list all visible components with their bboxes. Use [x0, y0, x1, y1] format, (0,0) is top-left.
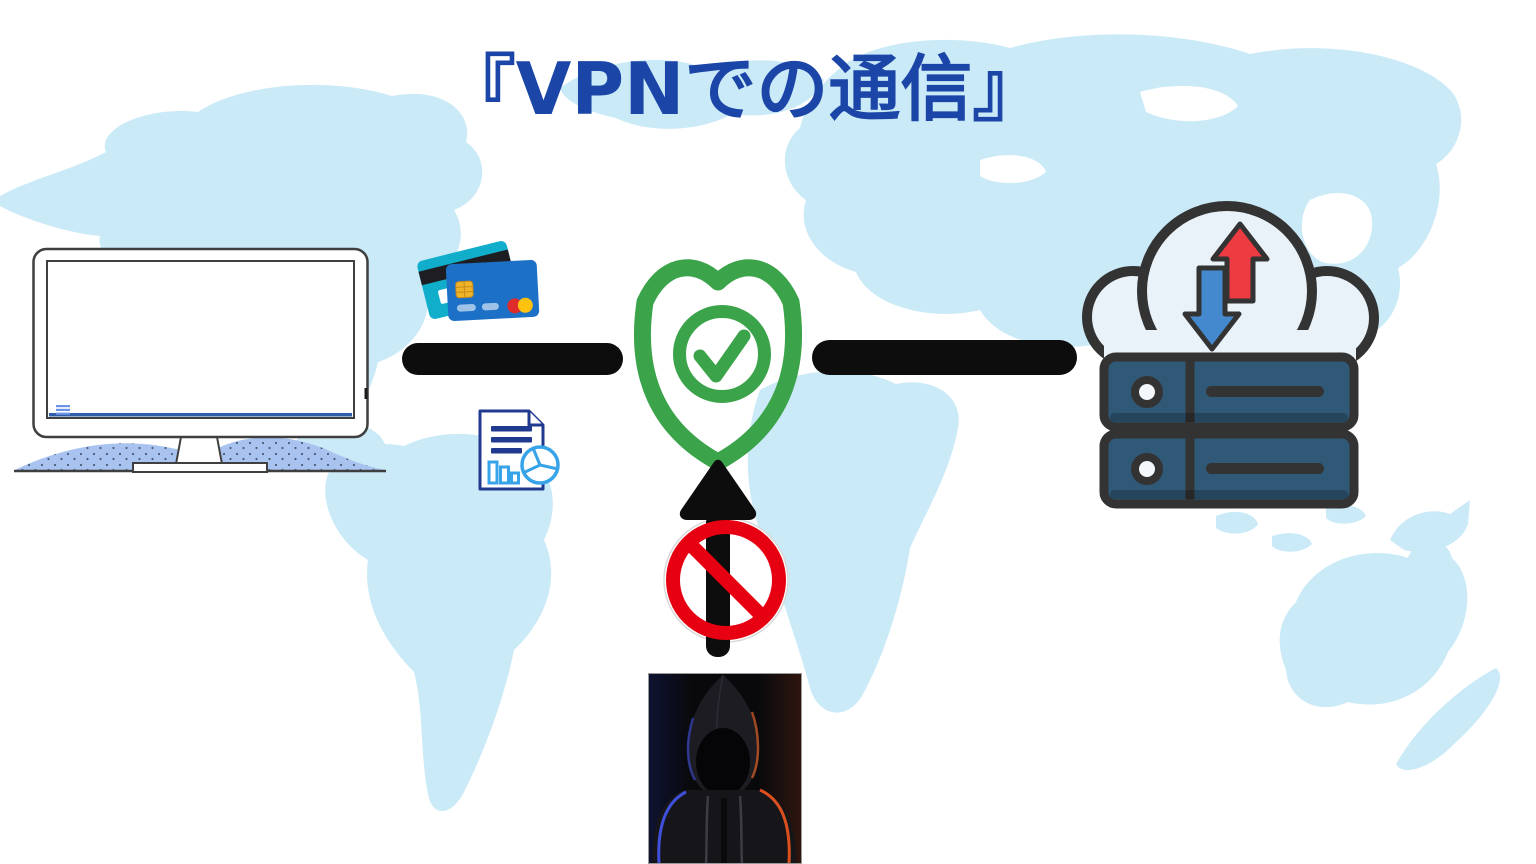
server-led: [1131, 453, 1163, 485]
connection-line-right: [812, 340, 1077, 375]
document-bar-chart: [487, 460, 520, 485]
cloud-transfer-server-icon: [1082, 201, 1379, 509]
arrow-head: [679, 459, 757, 520]
check-icon: [693, 329, 751, 383]
screen-taskbar-line: [49, 413, 352, 417]
hood-shadow-face: [696, 728, 750, 796]
server-led: [1131, 376, 1163, 408]
credit-cards-icon: [417, 241, 540, 322]
arrow-shaft: [706, 512, 730, 657]
page-title: 『VPNでの通信』: [443, 47, 1045, 131]
monitor-stand-neck: [174, 436, 224, 465]
front-card: [445, 259, 540, 322]
document-report-icon: [478, 409, 560, 491]
document-text-lines: [491, 426, 532, 454]
upload-arrow-icon: [1210, 221, 1270, 304]
hacker-photo: [648, 673, 802, 864]
server-slot: [1206, 463, 1324, 474]
monitor-screen: [46, 260, 355, 419]
screen-menu-icon: [56, 405, 70, 415]
server-slot: [1206, 386, 1324, 397]
document-pie-chart: [520, 445, 560, 485]
monitor-power-button: [364, 388, 368, 399]
monitor-stand-base: [132, 462, 268, 473]
server-rack-icon: [1099, 352, 1359, 509]
download-arrow-icon: [1182, 265, 1242, 352]
prohibition-icon: [666, 520, 786, 640]
vpn-shield-check-icon: [634, 259, 802, 471]
connection-line-left: [402, 343, 623, 375]
computer-monitor-icon: [32, 247, 369, 473]
drawstrings: [704, 795, 744, 864]
